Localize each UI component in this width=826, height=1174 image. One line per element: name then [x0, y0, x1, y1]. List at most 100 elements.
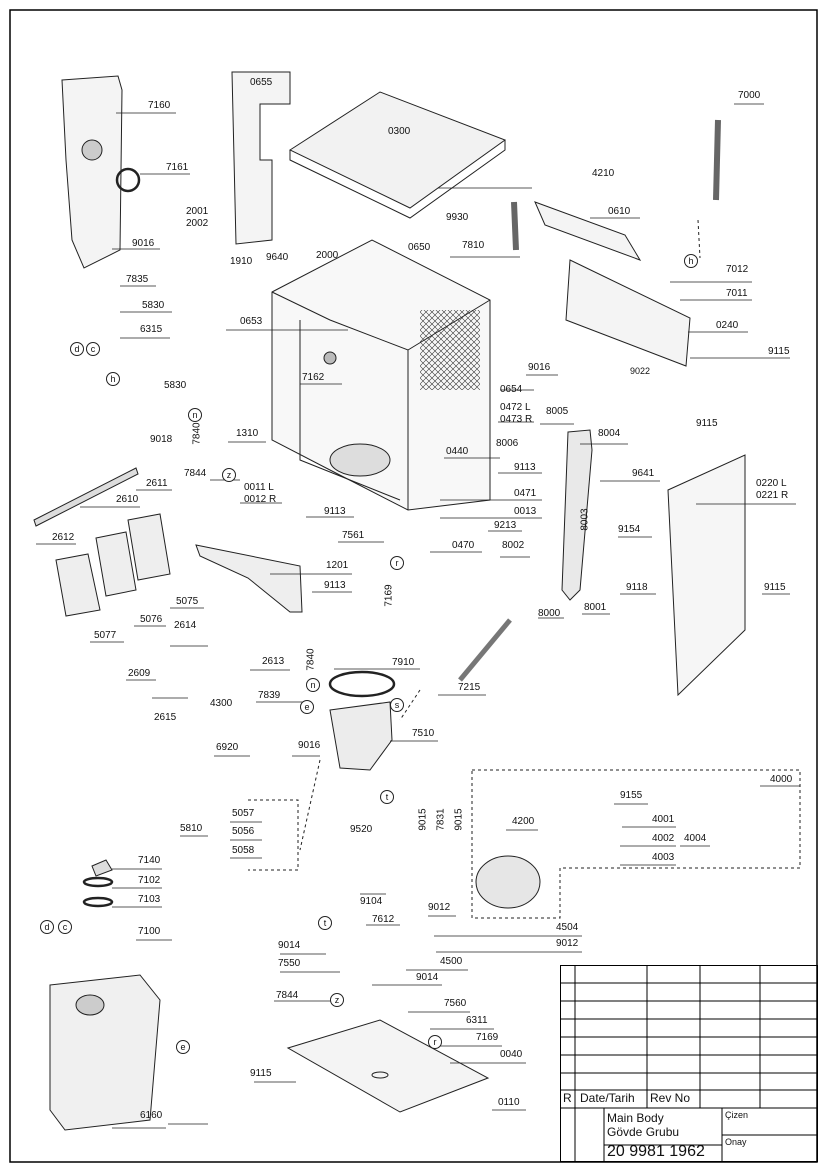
ref-circle-c-2: c [58, 920, 72, 934]
part-label-4001: 4001 [652, 814, 675, 825]
part-label-5057: 5057 [232, 808, 255, 819]
ref-circle-t: t [380, 790, 394, 804]
drawing-part-number: 20 9981 1962 [607, 1143, 705, 1160]
part-1201-bracket [195, 544, 303, 613]
part-label-4210: 4210 [592, 168, 615, 179]
part-label-2609: 2609 [128, 668, 151, 679]
ref-circle-r: r [390, 556, 404, 570]
part-label-7840: 7840 [191, 422, 203, 445]
part-label-9014-b: 9014 [416, 972, 439, 983]
ref-circle-h-2: h [684, 254, 698, 268]
part-label-9930: 9930 [446, 212, 469, 223]
part-0240-panel [565, 259, 691, 367]
part-label-0040: 0040 [500, 1049, 523, 1060]
part-label-9520: 9520 [350, 824, 373, 835]
part-label-7103: 7103 [138, 894, 161, 905]
date-label: Date/Tarih [580, 1091, 635, 1105]
part-label-7612: 7612 [372, 914, 395, 925]
part-label-8000: 8000 [538, 608, 561, 619]
part-label-7215: 7215 [458, 682, 481, 693]
part-label-0610: 0610 [608, 206, 631, 217]
part-label-8004: 8004 [598, 428, 621, 439]
part-label-0472: 0472 L [500, 402, 531, 413]
ref-circle-e: e [300, 700, 314, 714]
part-label-2001: 2001 [186, 206, 209, 217]
part-label-7011: 7011 [726, 288, 748, 299]
part-label-1201: 1201 [326, 560, 349, 571]
part-label-8003: 8003 [579, 508, 591, 531]
part-label-7162: 7162 [302, 372, 325, 383]
assembly-name-en: Main Body [607, 1111, 664, 1125]
part-7160-shape [61, 75, 123, 269]
part-label-8006: 8006 [496, 438, 519, 449]
part-label-4300: 4300 [210, 698, 233, 709]
title-block-grid [560, 965, 818, 1162]
part-label-7161: 7161 [166, 162, 189, 173]
part-label-0473: 0473 R [500, 414, 533, 425]
part-label-0240: 0240 [716, 320, 739, 331]
part-label-0011: 0011 L [244, 482, 274, 493]
ref-circle-h: h [106, 372, 120, 386]
part-label-7140: 7140 [138, 855, 161, 866]
part-label-2615: 2615 [154, 712, 177, 723]
part-label-9155: 9155 [620, 790, 643, 801]
part-label-0300: 0300 [388, 126, 411, 137]
part-8004-arm [561, 429, 593, 601]
part-label-5058: 5058 [232, 845, 255, 856]
part-label-6315: 6315 [140, 324, 163, 335]
part-label-9115-d: 9115 [250, 1068, 272, 1079]
part-label-9016-b: 9016 [528, 362, 551, 373]
part-label-9018: 9018 [150, 434, 173, 445]
part-4000-pump [475, 855, 541, 909]
part-label-7835: 7835 [126, 274, 149, 285]
part-label-9213: 9213 [494, 520, 517, 531]
part-label-9016: 9016 [132, 238, 155, 249]
part-label-7102: 7102 [138, 875, 161, 886]
part-label-4500: 4500 [440, 956, 463, 967]
part-label-7160: 7160 [148, 100, 171, 111]
part-0040-base [286, 1019, 490, 1113]
part-label-9641: 9641 [632, 468, 655, 479]
ref-circle-s: s [390, 698, 404, 712]
part-label-9113: 9113 [324, 506, 346, 517]
part-label-7844-b: 7844 [276, 990, 299, 1001]
ref-circle-r-2: r [428, 1035, 442, 1049]
part-label-9014: 9014 [278, 940, 301, 951]
part-label-5076: 5076 [140, 614, 163, 625]
part-7100-tank [49, 974, 161, 1131]
part-label-8001: 8001 [584, 602, 607, 613]
part-label-7012: 7012 [726, 264, 749, 275]
part-label-4504: 4504 [556, 922, 579, 933]
part-label-7839: 7839 [258, 690, 281, 701]
part-label-5075: 5075 [176, 596, 199, 607]
part-label-4003: 4003 [652, 852, 675, 863]
part-label-5830: 5830 [142, 300, 165, 311]
part-2000-tub [271, 239, 491, 511]
part-label-9640: 9640 [266, 252, 289, 263]
part-label-0470: 0470 [452, 540, 475, 551]
part-label-9015: 9015 [417, 808, 429, 831]
part-label-0650: 0650 [408, 242, 431, 253]
rev-no-label: Rev No [650, 1091, 691, 1105]
part-label-7560: 7560 [444, 998, 467, 1009]
part-0220-door [667, 454, 746, 697]
part-label-2610: 2610 [116, 494, 139, 505]
ref-circle-n: n [188, 408, 202, 422]
part-7161-ring [115, 167, 141, 193]
ref-circle-e-2: e [176, 1040, 190, 1054]
part-label-5810: 5810 [180, 823, 203, 834]
title-block: R Date/Tarih Rev No Main Body Gövde Grub… [560, 965, 818, 1162]
part-label-7910: 7910 [392, 657, 415, 668]
part-label-7100: 7100 [138, 926, 161, 937]
part-label-6160: 6160 [140, 1110, 163, 1121]
part-label-6311: 6311 [466, 1015, 488, 1026]
part-label-7810: 7810 [462, 240, 485, 251]
ref-circle-z: z [222, 468, 236, 482]
part-label-7550: 7550 [278, 958, 301, 969]
part-label-0220: 0220 L [756, 478, 787, 489]
part-label-9113-c: 9113 [514, 462, 536, 473]
part-label-9115-c: 9115 [764, 582, 786, 593]
part-label-8002: 8002 [502, 540, 525, 551]
part-label-9115: 9115 [768, 346, 790, 357]
